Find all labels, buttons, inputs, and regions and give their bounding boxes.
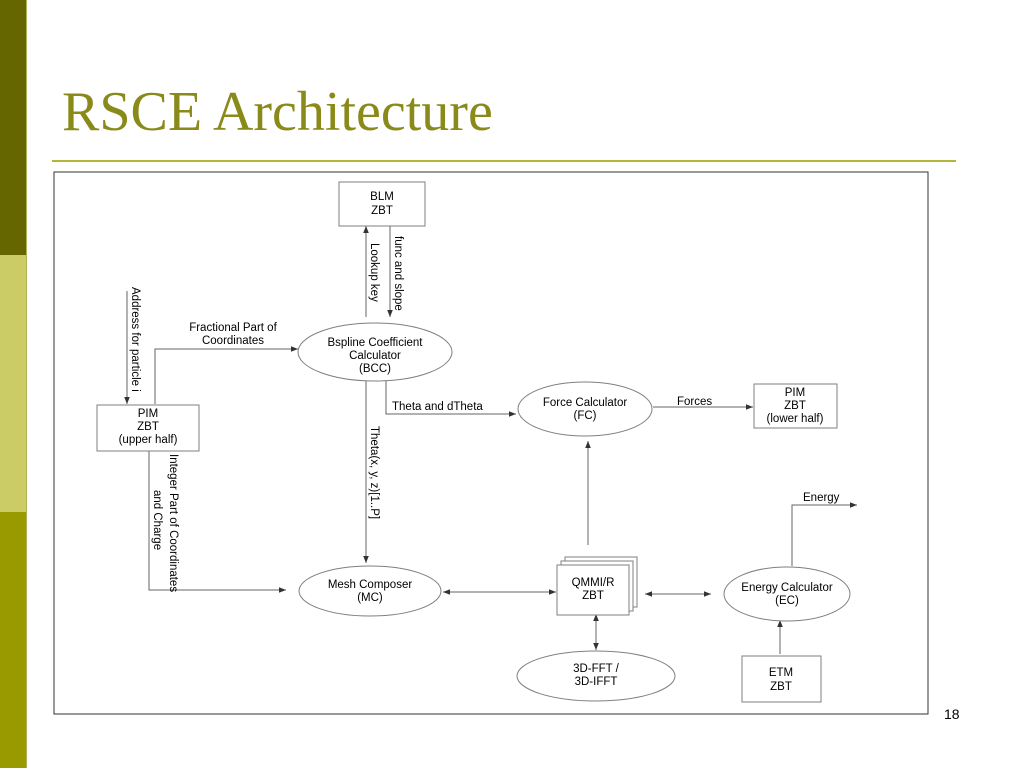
svg-text:Force Calculator: Force Calculator bbox=[543, 397, 628, 409]
connectors bbox=[124, 226, 857, 654]
label-fractional-line2: Coordinates bbox=[202, 335, 264, 347]
node-mesh-composer: Mesh Composer (MC) bbox=[298, 565, 442, 617]
edge-bcc-to-fc bbox=[385, 376, 516, 417]
svg-text:Energy Calculator: Energy Calculator bbox=[741, 582, 833, 594]
label-theta-and-dtheta: Theta and dTheta bbox=[392, 401, 483, 413]
node-pim-upper: PIM ZBT (upper half) bbox=[96, 404, 200, 452]
svg-text:(MC): (MC) bbox=[357, 592, 383, 604]
svg-text:3D-FFT /: 3D-FFT / bbox=[573, 663, 620, 675]
sidebar-band-olive bbox=[0, 512, 26, 768]
svg-text:Calculator: Calculator bbox=[349, 350, 401, 362]
node-etm-zbt: ETM ZBT bbox=[741, 655, 822, 703]
svg-text:Mesh Composer: Mesh Composer bbox=[328, 579, 413, 591]
svg-text:PIM: PIM bbox=[138, 408, 158, 420]
label-lookup-key: Lookup key bbox=[368, 243, 380, 302]
node-bspline-calculator: Bspline Coefficient Calculator (BCC) bbox=[297, 322, 453, 382]
label-theta-xyz: Theta(x, y, z)[1..P] bbox=[368, 426, 380, 519]
slide-title: RSCE Architecture bbox=[62, 81, 493, 143]
svg-text:ZBT: ZBT bbox=[371, 205, 393, 217]
label-forces: Forces bbox=[677, 396, 712, 408]
svg-text:QMMI/R: QMMI/R bbox=[572, 577, 615, 589]
edge-pim-to-bcc bbox=[154, 346, 298, 404]
svg-text:(FC): (FC) bbox=[574, 410, 597, 422]
sidebar-divider bbox=[26, 0, 27, 768]
label-integer-part-line2: and Charge bbox=[151, 490, 163, 550]
node-qmmi-zbt: QMMI/R ZBT bbox=[556, 556, 638, 616]
svg-text:(upper half): (upper half) bbox=[119, 434, 178, 446]
svg-text:ZBT: ZBT bbox=[137, 421, 159, 433]
label-func-and-slope: func and slope bbox=[392, 236, 404, 311]
svg-text:(EC): (EC) bbox=[775, 595, 799, 607]
label-address-for-particle: Address for particle i bbox=[129, 287, 141, 392]
node-3d-fft: 3D-FFT / 3D-IFFT bbox=[516, 650, 676, 702]
edge-pim-to-mc bbox=[148, 451, 286, 593]
sidebar-band-light bbox=[0, 255, 26, 512]
svg-text:ZBT: ZBT bbox=[770, 681, 792, 693]
svg-text:Bspline Coefficient: Bspline Coefficient bbox=[327, 337, 423, 349]
node-force-calculator: Force Calculator (FC) bbox=[517, 381, 653, 437]
node-energy-calculator: Energy Calculator (EC) bbox=[723, 566, 851, 622]
diagram-frame bbox=[53, 171, 929, 715]
svg-text:(lower half): (lower half) bbox=[767, 413, 824, 425]
label-energy: Energy bbox=[803, 492, 840, 504]
page-number: 18 bbox=[944, 706, 960, 722]
node-blm-zbt: BLM ZBT bbox=[338, 181, 426, 227]
svg-text:(BCC): (BCC) bbox=[359, 363, 391, 375]
svg-text:ZBT: ZBT bbox=[784, 400, 806, 412]
svg-text:3D-IFFT: 3D-IFFT bbox=[575, 676, 618, 688]
edge-ec-to-energy bbox=[791, 502, 857, 566]
svg-text:PIM: PIM bbox=[785, 387, 805, 399]
svg-text:ZBT: ZBT bbox=[582, 590, 604, 602]
title-underline bbox=[52, 160, 956, 162]
sidebar-band-dark bbox=[0, 0, 26, 255]
svg-text:BLM: BLM bbox=[370, 191, 394, 203]
svg-text:ETM: ETM bbox=[769, 667, 793, 679]
label-integer-part-line1: Integer Part of Coordinates bbox=[167, 454, 179, 592]
label-fractional-line1: Fractional Part of bbox=[189, 322, 277, 334]
node-pim-lower: PIM ZBT (lower half) bbox=[753, 383, 838, 429]
